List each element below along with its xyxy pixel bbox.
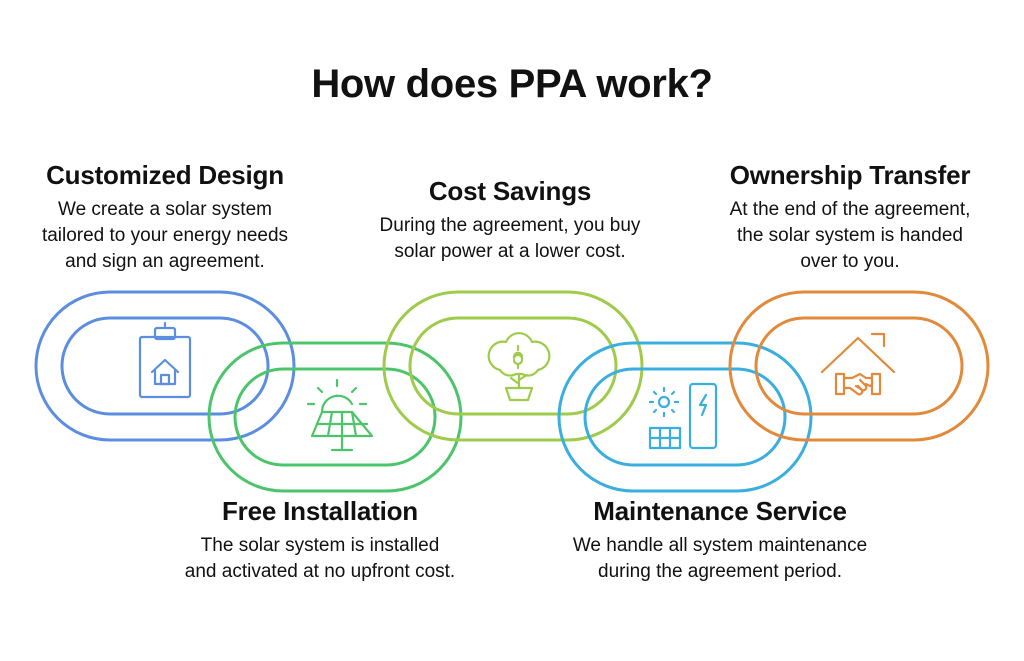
step-heading: Cost Savings [428, 176, 592, 206]
chain-link-cost-savings [382, 290, 644, 442]
clipboard-house-icon [138, 321, 192, 399]
step-customized-design: Customized Design We create a solar syst… [20, 160, 310, 275]
description-line: and activated at no upfront cost. [184, 561, 456, 582]
step-description: We handle all system maintenance during … [540, 533, 900, 585]
description-line: tailored to your energy needs [41, 225, 289, 246]
description-line: solar power at a lower cost. [394, 241, 626, 262]
chain-link-maintenance-service [557, 341, 813, 493]
step-heading: Customized Design [46, 160, 284, 190]
step-cost-savings: Cost Savings During the agreement, you b… [340, 176, 680, 265]
step-heading: Free Installation [222, 496, 418, 526]
description-line: the solar system is handed [736, 225, 963, 246]
description-line: The solar system is installed [200, 535, 440, 556]
description-line: At the end of the agreement, [729, 199, 971, 220]
description-line: We create a solar system [57, 199, 272, 220]
step-description: The solar system is installed and activa… [150, 533, 490, 585]
step-description: We create a solar system tailored to you… [20, 197, 310, 275]
description-line: and sign an agreement. [65, 251, 265, 272]
description-line: We handle all system maintenance [572, 535, 868, 556]
step-maintenance-service: Maintenance Service We handle all system… [540, 496, 900, 585]
step-description: During the agreement, you buy solar powe… [340, 213, 680, 265]
page-title: How does PPA work? [311, 62, 713, 106]
chain-link-free-installation [207, 341, 463, 493]
step-description: At the end of the agreement, the solar s… [700, 197, 1000, 275]
description-line: during the agreement period. [598, 561, 842, 582]
solar-panel-sun-icon [306, 378, 374, 452]
step-heading: Maintenance Service [593, 496, 847, 526]
chain-link-ownership-transfer [728, 290, 990, 442]
money-tree-icon [487, 332, 551, 402]
step-ownership-transfer: Ownership Transfer At the end of the agr… [700, 160, 1000, 275]
chain-link-customized-design [34, 290, 296, 442]
description-line: During the agreement, you buy [379, 215, 641, 236]
step-free-installation: Free Installation The solar system is in… [150, 496, 490, 585]
house-handshake-icon [820, 332, 896, 396]
solar-battery-icon [648, 382, 718, 450]
description-line: over to you. [800, 251, 900, 272]
step-heading: Ownership Transfer [729, 160, 971, 190]
